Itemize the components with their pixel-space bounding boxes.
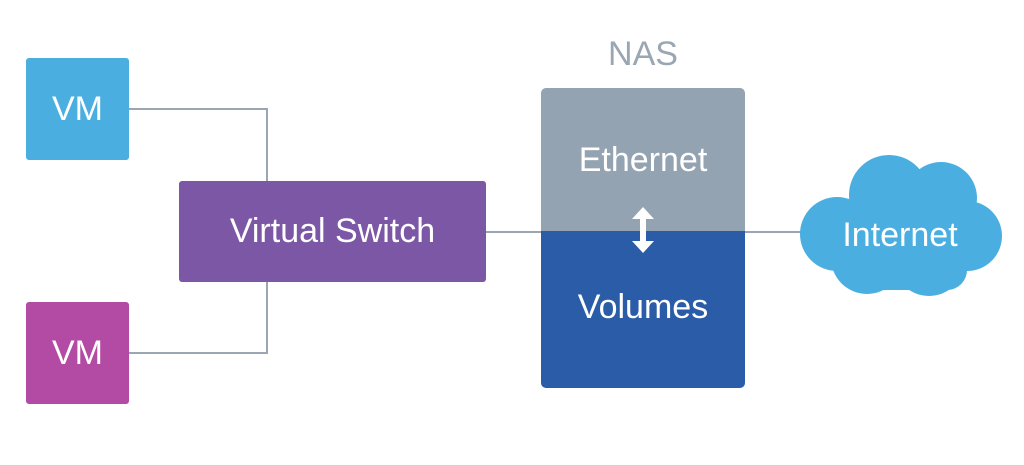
vm-top-label: VM [52,89,103,128]
volumes-section: Volumes [541,231,745,388]
virtual-switch-box: Virtual Switch [179,181,486,282]
connector-vm-bottom-up [266,282,268,354]
internet-label: Internet [842,215,958,254]
double-arrow-vertical-icon [632,207,654,253]
connector-vm-top [129,108,268,110]
connector-vm-bottom [129,352,268,354]
volumes-label: Volumes [577,288,709,326]
vm-bottom-label: VM [52,333,103,372]
vm-bottom-box: VM [26,302,129,404]
connector-vm-top-down [266,108,268,181]
nas-title: NAS [608,34,678,73]
cloud-icon [800,155,1002,296]
connector-switch-nas [486,231,541,233]
connector-nas-internet [745,231,805,233]
ethernet-label: Ethernet [578,141,708,179]
vm-top-box: VM [26,58,129,160]
virtual-switch-label: Virtual Switch [229,212,436,250]
